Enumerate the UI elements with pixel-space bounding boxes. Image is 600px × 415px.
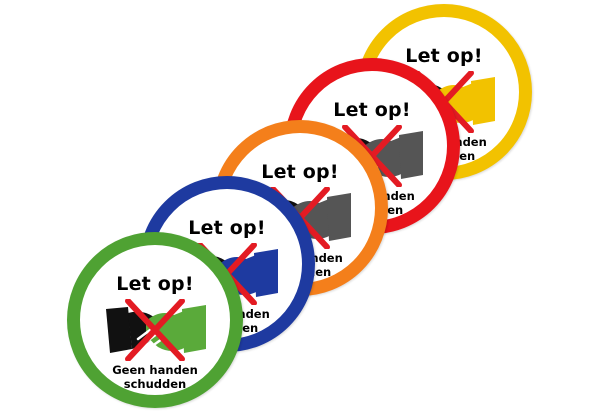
badge-title: Let op! xyxy=(333,99,411,121)
badge-title: Let op! xyxy=(405,45,483,67)
badge-title: Let op! xyxy=(261,161,339,183)
right-hand-shape xyxy=(146,311,186,351)
badge-subtitle-line2: schudden xyxy=(123,377,187,391)
left-cuff-shape xyxy=(106,307,132,353)
right-cuff-shape xyxy=(327,193,351,241)
right-cuff-shape xyxy=(254,249,278,297)
right-cuff-shape xyxy=(399,131,423,179)
badge-subtitle-line1: Geen handen xyxy=(112,363,198,377)
badge-title: Let op! xyxy=(188,217,266,239)
no-handshake-icon xyxy=(106,299,206,361)
cross-mark xyxy=(125,299,185,361)
badge-subtitle: Geen handen schudden xyxy=(80,363,230,391)
badge-title: Let op! xyxy=(116,273,194,295)
right-cuff-shape xyxy=(182,305,206,353)
badge-green: Let op! Geen handen schudden xyxy=(67,232,243,408)
right-cuff-shape xyxy=(471,77,495,125)
